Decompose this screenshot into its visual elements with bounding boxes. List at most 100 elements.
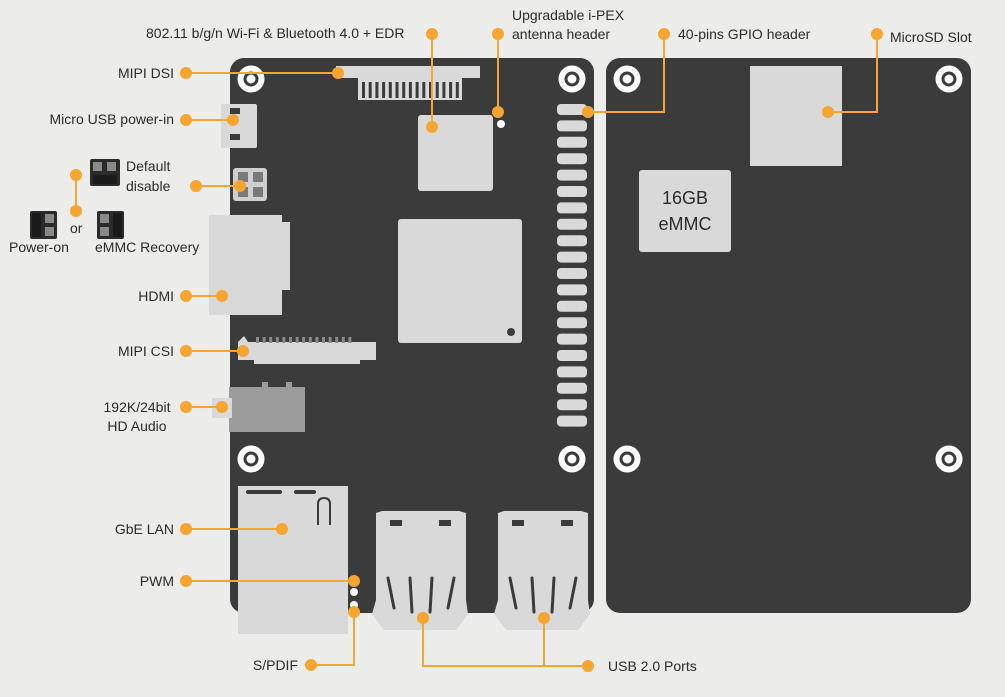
gpio-label: 40-pins GPIO header	[678, 26, 811, 42]
gbe-lan-connector	[238, 486, 348, 634]
dsi-pin	[442, 82, 446, 98]
ipex-label-line1: Upgradable i-PEX	[512, 7, 625, 23]
dsi-pin	[395, 82, 399, 98]
gpio-pin-pair	[557, 300, 587, 312]
dsi-pin	[429, 82, 432, 98]
wifi-bt-callout-dot	[426, 28, 438, 40]
ipex-label-line2: antenna header	[512, 26, 611, 42]
gbe-lan-callout-dot	[180, 523, 192, 535]
usb-port-1	[372, 511, 468, 630]
csi-pin	[308, 337, 312, 343]
dsi-pin	[402, 82, 406, 98]
gpio-pin-pair	[557, 120, 587, 132]
gpio-pin-pair	[557, 399, 587, 411]
mipi-dsi-connector	[336, 66, 480, 100]
audio-callout-dot	[180, 401, 192, 413]
csi-pin	[295, 337, 299, 343]
gpio-pin-pair	[557, 169, 587, 181]
jumper-emmc-recovery-label: eMMC Recovery	[95, 239, 200, 255]
gpio-pin-pair	[557, 268, 587, 279]
usb-port-2	[494, 511, 590, 630]
emmc-chip-label-2: eMMC	[659, 214, 712, 234]
dsi-pin	[368, 82, 372, 98]
wifi-bt-label: 802.11 b/g/n Wi-Fi & Bluetooth 4.0 + EDR	[146, 25, 405, 41]
spdif-label: S/PDIF	[252, 657, 298, 673]
gpio-leader-line	[588, 34, 665, 113]
microsd-callout-dot	[871, 28, 883, 40]
gpio-pin-pair	[557, 153, 587, 165]
dsi-pin	[388, 82, 392, 98]
gpio-pin-pair	[557, 317, 587, 329]
dsi-pin	[382, 82, 386, 98]
gpio-pin-pair	[557, 415, 587, 427]
audio-label-line2: HD Audio	[107, 418, 167, 434]
emmc-chip	[639, 170, 731, 252]
gpio-pin-pair	[557, 202, 587, 214]
jumper-callout-dot	[190, 180, 202, 192]
gpio-pin-pair	[557, 382, 587, 394]
gbe-lan-label: GbE LAN	[114, 521, 174, 537]
csi-pin	[275, 337, 279, 343]
csi-pin	[348, 337, 352, 343]
callout-lines	[75, 34, 878, 667]
gpio-pin-pair	[557, 218, 587, 230]
csi-pin	[256, 337, 259, 343]
micro-usb-callout-dot	[180, 114, 192, 126]
hdmi-label: HDMI	[138, 288, 174, 304]
gpio-pin-pair	[557, 104, 587, 115]
micro-usb-label: Micro USB power-in	[49, 111, 174, 127]
gpio-pin-pair	[557, 366, 587, 378]
csi-pin	[269, 337, 273, 343]
microsd-label: MicroSD Slot	[890, 29, 972, 45]
dsi-pin	[455, 82, 459, 98]
jumper-default-disable-icon	[90, 159, 120, 186]
mipi-csi-callout-dot	[180, 345, 192, 357]
jumper-emmc-recovery-icon	[97, 211, 124, 239]
gpio-pin-pair	[557, 251, 587, 263]
jumper-header	[233, 168, 267, 201]
jumper-default-label-line1: Default	[126, 158, 171, 174]
spdif-callout-dot	[305, 659, 317, 671]
jumper-default-label-line2: disable	[126, 178, 171, 194]
dsi-pin	[449, 82, 453, 98]
gpio-header-pins	[557, 104, 587, 427]
dsi-pin	[408, 82, 412, 98]
spdif-leader-line	[311, 612, 355, 666]
dsi-pin	[435, 82, 439, 98]
micro-usb-connector	[221, 104, 257, 148]
microsd-leader-line	[828, 34, 878, 113]
dsi-pin	[362, 82, 365, 98]
mipi-csi-connector	[238, 336, 376, 364]
dsi-pin	[415, 82, 419, 98]
mipi-csi-label: MIPI CSI	[117, 343, 174, 359]
gpio-pin-pair	[557, 284, 587, 296]
pwm-label: PWM	[139, 573, 174, 589]
pwm-callout-dot	[180, 575, 192, 587]
pwm-pin	[350, 588, 358, 596]
ipex-antenna-header	[497, 120, 505, 128]
audio-label-line1: 192K/24bit	[103, 399, 171, 415]
csi-pin	[322, 337, 325, 343]
csi-pin	[328, 337, 332, 343]
ipex-callout-dot	[492, 28, 504, 40]
dsi-pin	[422, 82, 426, 98]
csi-pin	[302, 337, 306, 343]
jumper-power-on-label: Power-on	[9, 239, 69, 255]
emmc-chip-label-1: 16GB	[662, 188, 708, 208]
mipi-dsi-callout-dot	[180, 67, 192, 79]
csi-pin	[335, 337, 339, 343]
gpio-pin-pair	[557, 333, 587, 345]
gpio-pin-pair	[557, 235, 587, 247]
jumper-options-callout-dot	[70, 169, 82, 181]
wifi-bt-module	[418, 115, 493, 191]
gpio-callout-dot	[658, 28, 670, 40]
csi-pin	[315, 337, 319, 343]
callout-dots	[70, 28, 883, 672]
usb-label: USB 2.0 Ports	[608, 658, 697, 674]
jumper-power-on-icon	[30, 211, 57, 239]
usb-callout-dot	[417, 612, 429, 624]
csi-pin	[282, 337, 286, 343]
csi-pin	[341, 337, 345, 343]
dsi-pin	[375, 82, 379, 98]
